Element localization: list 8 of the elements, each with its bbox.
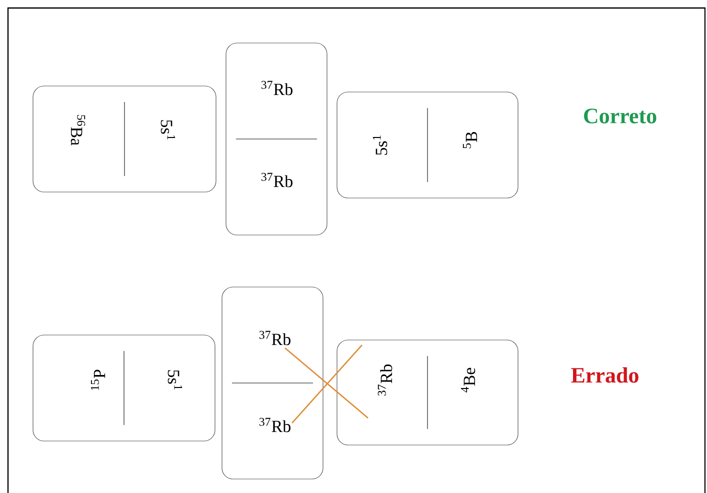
domino-tile: 5s$^{1}$ $^{5}$B — [336, 92, 518, 198]
verdict-label: Correto — [584, 108, 656, 124]
domino-tile: $^{37}$Rb $^{37}$Rb — [226, 42, 328, 236]
domino-tile: $^{37}$Rb $^{37}$Rb — [222, 286, 324, 480]
verdict-label: Errado — [571, 367, 638, 383]
domino-tile: $^{37}$Rb $^{4}$Be — [336, 340, 518, 446]
domino-tile: $^{56}$Ba 5s$^{1}$ — [32, 86, 216, 192]
domino-tile: $^{15}$P 5s$^{1}$ — [32, 334, 216, 442]
